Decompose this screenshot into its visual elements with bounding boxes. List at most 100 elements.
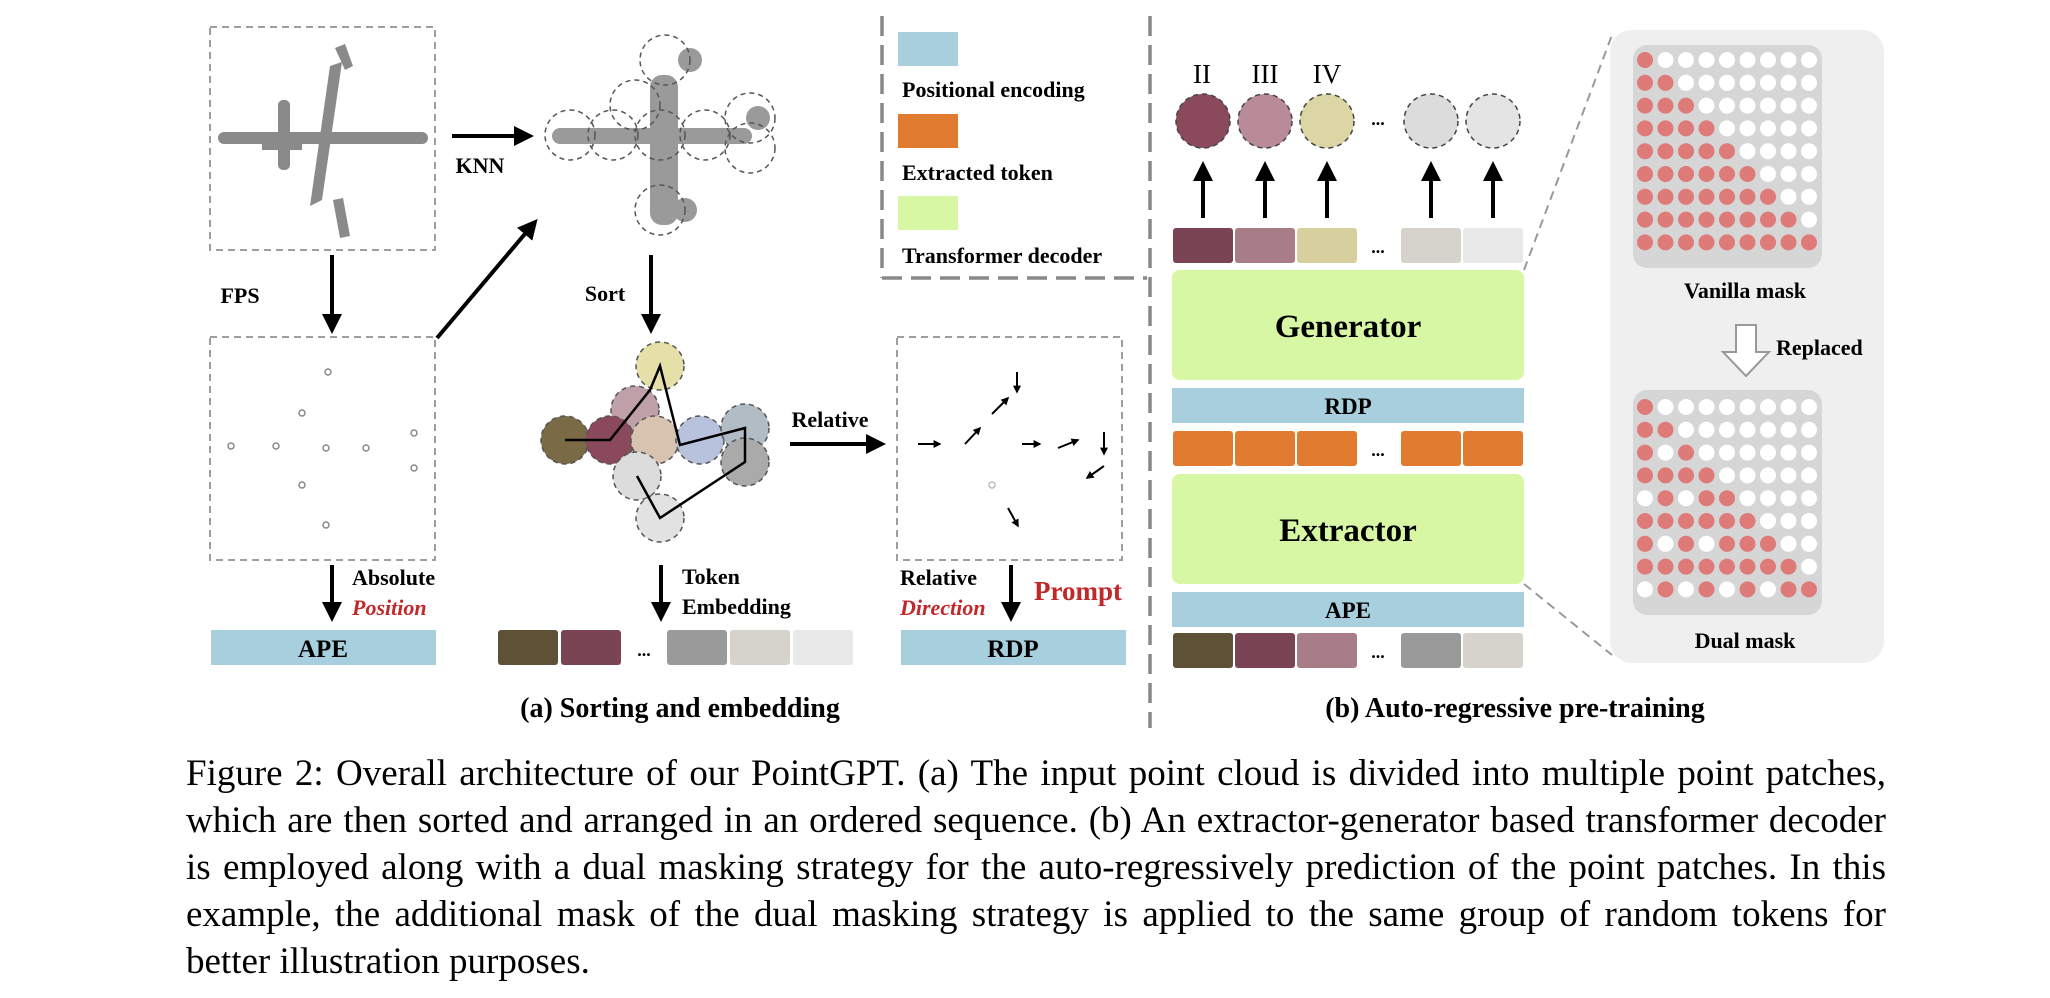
mask-dot (1637, 97, 1653, 114)
mask-dot (1801, 97, 1817, 114)
mask-dot (1801, 581, 1817, 598)
mask-dot (1719, 211, 1735, 228)
mask-dot (1739, 490, 1756, 507)
mask-dot (1678, 166, 1694, 182)
mask-dot (1637, 74, 1653, 91)
legend-pos-enc: Positional encoding (902, 77, 1085, 102)
mask-dot (1760, 166, 1776, 182)
mask-dot (1780, 581, 1797, 598)
mask-dot (1678, 421, 1694, 438)
mask-dot (1678, 399, 1694, 415)
mask-dot (1780, 97, 1797, 114)
mask-dot (1780, 166, 1797, 182)
mask-dot (1678, 74, 1694, 91)
mask-dot (1801, 52, 1817, 68)
mask-dot (1698, 74, 1715, 91)
mask-dot (1657, 52, 1674, 68)
caption-a: (a) Sorting and embedding (520, 693, 840, 724)
mask-dot (1760, 444, 1776, 461)
mask-dot (1637, 166, 1653, 182)
mask-dot (1739, 234, 1756, 251)
patch-ellipsis: ... (1371, 109, 1385, 129)
prompt-label: Prompt (1034, 576, 1122, 606)
direction-label: Direction (899, 595, 986, 620)
mask-dot (1657, 97, 1674, 114)
mask-dot (1760, 399, 1776, 415)
mask-dot (1657, 399, 1674, 415)
mask-dot (1698, 558, 1715, 575)
mask-dot (1637, 581, 1653, 598)
mask-dot (1637, 558, 1653, 575)
mask-dot (1698, 120, 1715, 137)
mask-dot (1698, 490, 1715, 507)
mask-dot (1678, 211, 1694, 228)
mask-dot (1760, 188, 1776, 205)
mask-dot (1801, 513, 1817, 529)
sort-path (565, 362, 747, 520)
mask-dot (1760, 52, 1776, 68)
token-embedding-strip (498, 630, 853, 665)
mask-dot (1698, 513, 1715, 529)
rdp-bar-a-label: RDP (987, 636, 1038, 663)
mask-dot (1698, 52, 1715, 68)
mask-dot (1678, 513, 1694, 529)
mask-dot (1760, 535, 1776, 552)
mask-dot (1801, 444, 1817, 461)
mask-dot (1739, 558, 1756, 575)
mask-dot (1678, 120, 1694, 137)
mask-dot (1637, 467, 1653, 484)
mask-dot (1719, 52, 1735, 68)
mask-dot (1780, 513, 1797, 529)
mask-dot (1719, 444, 1735, 461)
mask-dot (1780, 143, 1797, 160)
mask-dot (1801, 490, 1817, 507)
mask-dot (1657, 120, 1674, 137)
mask-dot (1739, 467, 1756, 484)
mask-dot (1657, 211, 1674, 228)
airplane-point-cloud (218, 44, 428, 238)
mask-dot (1801, 558, 1817, 575)
mask-dot (1657, 74, 1674, 91)
mask-dot (1801, 211, 1817, 228)
mask-dot (1739, 120, 1756, 137)
mask-dot (1657, 558, 1674, 575)
mask-dot (1739, 188, 1756, 205)
extractor-label: Extractor (1279, 513, 1416, 549)
mask-dot (1698, 444, 1715, 461)
legend-decoder: Transformer decoder (902, 243, 1102, 268)
ape-bar-b-label: APE (1325, 598, 1371, 623)
mask-dot (1698, 234, 1715, 251)
output-token-strip (1173, 228, 1523, 263)
direction-arrows (918, 372, 1108, 528)
mask-dot (1657, 166, 1674, 182)
mask-dot (1760, 490, 1776, 507)
mask-dot (1780, 467, 1797, 484)
mask-dot (1637, 421, 1653, 438)
mask-dot (1637, 513, 1653, 529)
mask-dot (1801, 188, 1817, 205)
mask-dot (1637, 52, 1653, 68)
mask-dot (1637, 444, 1653, 461)
mask-dot (1719, 421, 1735, 438)
mask-dot (1760, 74, 1776, 91)
dual-mask-label: Dual mask (1695, 628, 1797, 653)
mask-dot (1719, 490, 1735, 507)
rdp-bar-b (1172, 388, 1524, 423)
sorted-patches (540, 341, 770, 543)
mask-dot (1719, 399, 1735, 415)
mask-dot (1657, 234, 1674, 251)
dual-mask-dots (1637, 399, 1817, 598)
vanilla-mask-label: Vanilla mask (1684, 278, 1807, 303)
mask-dot (1637, 188, 1653, 205)
mask-dot (1678, 467, 1694, 484)
direction-origin (988, 481, 996, 489)
ape-bar-a (211, 630, 436, 665)
mask-dot (1760, 120, 1776, 137)
knn-patches (544, 34, 776, 236)
mask-dot (1678, 535, 1694, 552)
mask-dot (1739, 513, 1756, 529)
mask-dot (1760, 513, 1776, 529)
mask-dot (1657, 581, 1674, 598)
token-ellipsis: ... (637, 640, 651, 660)
